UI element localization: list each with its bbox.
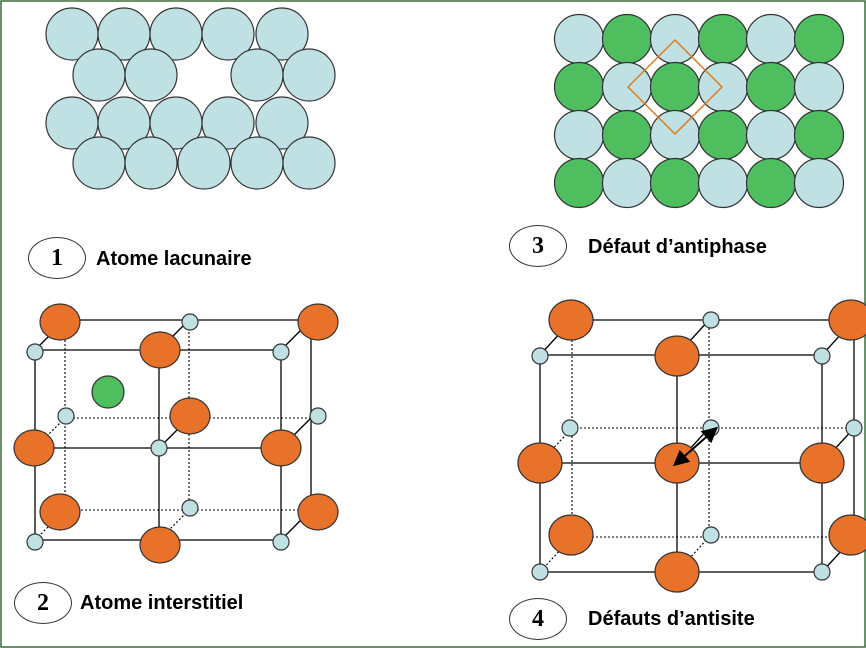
large-atom (828, 514, 866, 556)
small-atom (309, 407, 327, 425)
atom (649, 157, 701, 209)
atom (230, 48, 284, 102)
large-atom (260, 429, 302, 467)
small-atom (272, 343, 290, 361)
panel-2-number: 2 (14, 582, 72, 624)
large-atom (297, 303, 339, 341)
small-atom (181, 499, 199, 517)
panel-1-title: Atome lacunaire (96, 248, 252, 270)
atom (745, 157, 797, 209)
small-atom (272, 533, 290, 551)
large-atom (548, 514, 594, 556)
antiphase-outline (626, 38, 724, 136)
atom (601, 13, 653, 65)
bond-line-hidden (158, 509, 190, 541)
atom (282, 48, 336, 102)
atom (601, 157, 653, 209)
panel-3-number: 3 (509, 225, 567, 267)
large-atom (548, 299, 594, 341)
atom (601, 109, 653, 161)
atom (282, 136, 336, 190)
large-atom (799, 442, 845, 484)
interstitial-lattice (13, 303, 339, 564)
atom (72, 48, 126, 102)
large-atom (297, 493, 339, 531)
atom (649, 61, 701, 113)
small-atom (702, 526, 720, 544)
large-atom (139, 331, 181, 369)
panel-2-title: Atome interstitiel (80, 592, 244, 614)
panel-4-number: 4 (509, 598, 567, 640)
large-atom (828, 299, 866, 341)
small-atom (26, 533, 44, 551)
atom (793, 157, 845, 209)
large-atom (39, 493, 81, 531)
small-atom (702, 311, 720, 329)
panel-1-number: 1 (28, 237, 86, 279)
atom (201, 7, 255, 61)
atom (201, 96, 255, 150)
atom (255, 7, 309, 61)
atom (793, 61, 845, 113)
atom (177, 136, 231, 190)
atom (124, 136, 178, 190)
atom (553, 13, 605, 65)
atom (553, 109, 605, 161)
atom (745, 61, 797, 113)
atom (553, 157, 605, 209)
atom (124, 48, 178, 102)
atom (793, 13, 845, 65)
small-atom (813, 347, 831, 365)
large-atom (169, 397, 211, 435)
small-atom (531, 347, 549, 365)
large-atom (654, 335, 700, 377)
antiphase-lattice (553, 13, 845, 209)
small-atom (845, 419, 863, 437)
small-atom (150, 439, 168, 457)
small-atom (57, 407, 75, 425)
small-atom (26, 343, 44, 361)
swap-arrow (672, 426, 719, 467)
large-atom (517, 442, 563, 484)
panel-4-title: Défauts d’antisite (588, 608, 755, 630)
atom (745, 13, 797, 65)
antisite-lattice (517, 299, 866, 593)
small-atom (561, 419, 579, 437)
atom (230, 136, 284, 190)
panel-3-title: Défaut d’antiphase (588, 236, 767, 258)
interstitial-atom (91, 375, 125, 409)
atom (72, 136, 126, 190)
atom (697, 13, 749, 65)
large-atom (39, 303, 81, 341)
atom (793, 109, 845, 161)
atom (255, 96, 309, 150)
small-atom (813, 563, 831, 581)
large-atom (139, 526, 181, 564)
small-atom (181, 313, 199, 331)
small-atom (531, 563, 549, 581)
atom (697, 109, 749, 161)
bond-line-hidden (34, 417, 66, 449)
atom (697, 157, 749, 209)
large-atom (13, 429, 55, 467)
atom (745, 109, 797, 161)
large-atom (654, 551, 700, 593)
atom (553, 61, 605, 113)
vacancy-lattice (45, 7, 336, 190)
